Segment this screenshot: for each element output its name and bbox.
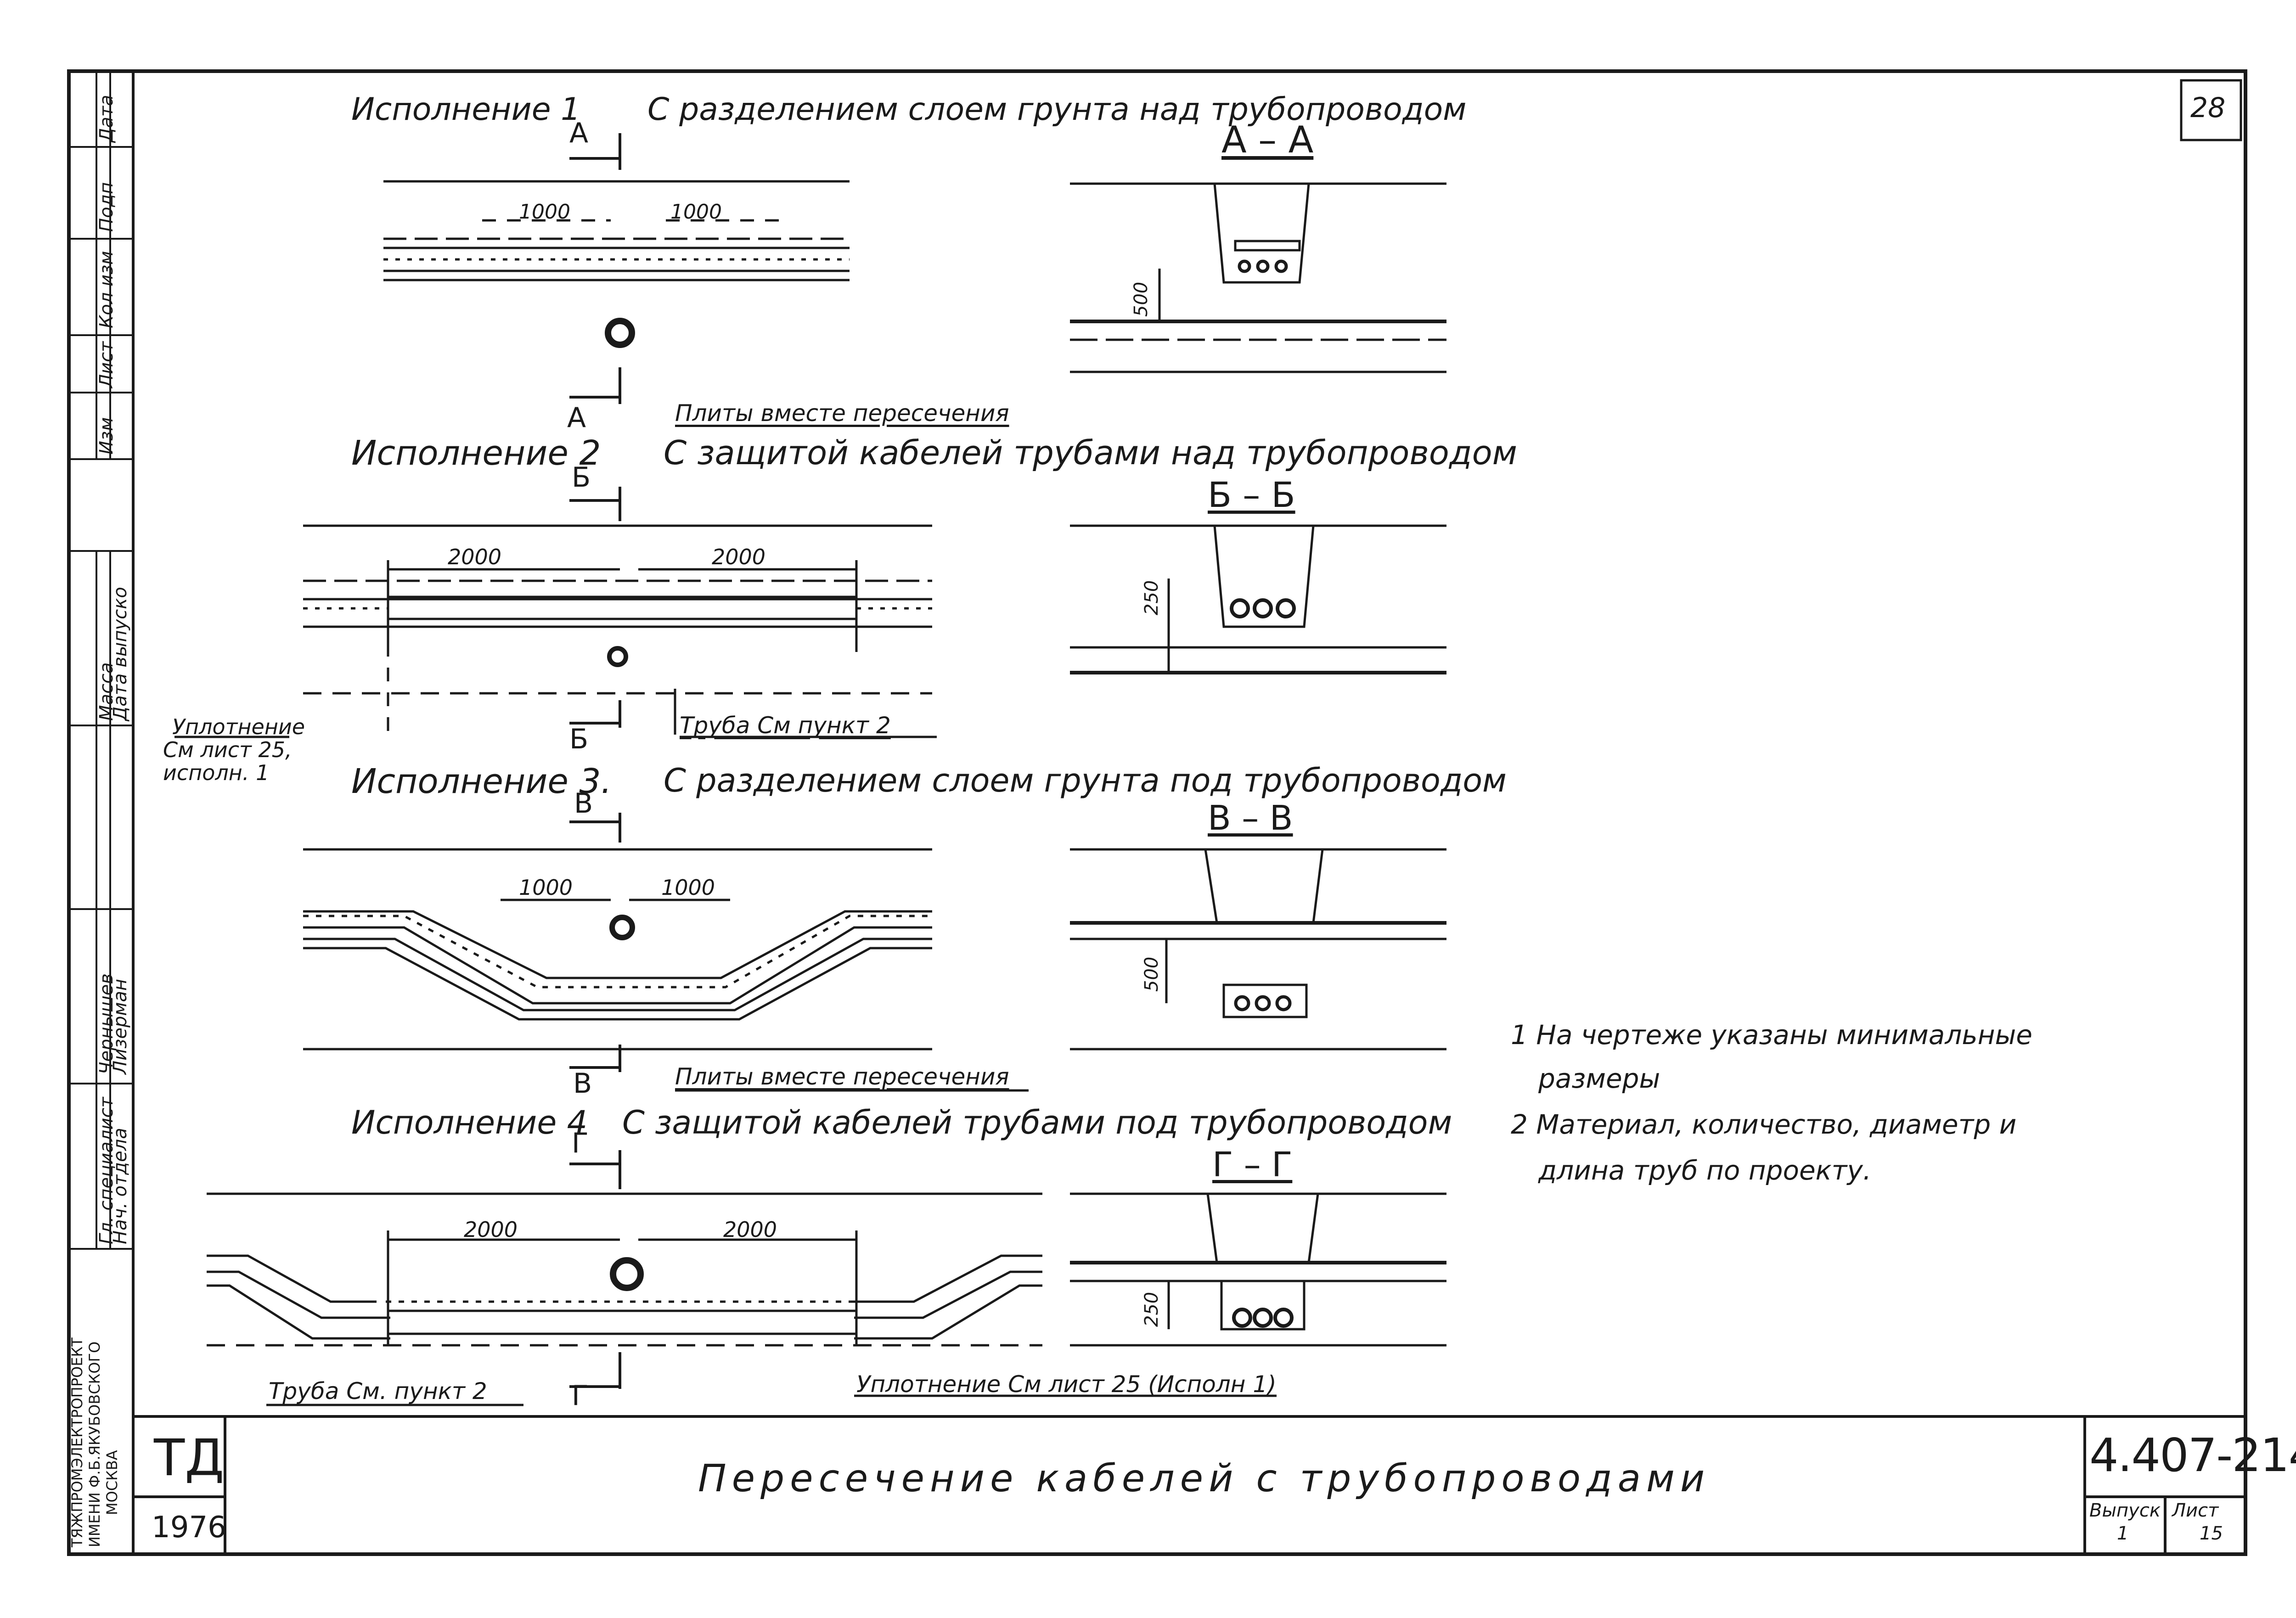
variant1-section	[1070, 182, 1446, 373]
variant4-section	[1070, 1192, 1446, 1347]
strip-col-count: Кол изм	[96, 251, 117, 328]
variant3-dim-right: 1000	[661, 875, 715, 900]
strip-org-2: ИМЕНИ Ф.Б.ЯКУБОВСКОГО	[86, 1341, 103, 1547]
strip-col-sheet: Лист	[96, 341, 117, 388]
variant1-plan	[383, 133, 850, 404]
variant1-section-letter-top: А	[569, 117, 589, 149]
sheet-title: Пересечение кабелей с трубопроводами	[698, 1457, 1711, 1500]
variant4-section-letter-bottom: Г	[572, 1380, 589, 1412]
variant3-plan	[303, 813, 1029, 1092]
variant1-section-title: А – А	[1221, 118, 1314, 161]
variant2-section	[1070, 524, 1446, 674]
variant1-dim-right: 1000	[670, 200, 722, 224]
document-code: 4.407-214	[2089, 1428, 2296, 1482]
variant2-note: Труба См пункт 2	[680, 712, 891, 739]
variant1-section-letter-bottom: А	[567, 402, 586, 434]
page-number-box	[2180, 79, 2242, 141]
variant2-plan	[174, 487, 937, 738]
sheet-frame	[67, 69, 2247, 1556]
variant3-note: Плиты вместе пересечения	[675, 1063, 1009, 1090]
variant3-title: Исполнение 3.	[351, 762, 612, 801]
strip-position-2: Гл. специалист	[96, 1097, 117, 1244]
variant4-dim-right: 2000	[723, 1217, 777, 1242]
issue-label: Выпуск	[2089, 1500, 2161, 1521]
note-1-line-2: размеры	[1538, 1063, 1660, 1094]
year: 1976	[152, 1511, 226, 1545]
variant2-dim-right: 2000	[712, 545, 766, 569]
variant1-title: Исполнение 1	[351, 91, 581, 128]
note-2-line-2: длина труб по проекту.	[1538, 1155, 1872, 1186]
variant3-section-title: В – В	[1208, 798, 1293, 838]
variant4-note-left: Труба См. пункт 2	[269, 1378, 487, 1405]
variant2-section-dim: 250	[1141, 580, 1162, 615]
variant3-dim-left: 1000	[519, 875, 573, 900]
title-block-lines	[133, 1415, 2245, 1554]
variant4-title: Исполнение 4	[351, 1104, 588, 1141]
variant4-section-title: Г – Г	[1212, 1145, 1293, 1185]
variant2-left-note-1: Уплотнение	[172, 714, 305, 739]
variant2-section-letter-bottom: Б	[569, 723, 589, 755]
variant3-subtitle: С разделением слоем грунта под трубопров…	[664, 762, 1507, 799]
variant4-section-dim: 250	[1141, 1292, 1162, 1327]
note-2-line-1: 2 Материал, количество, диаметр и	[1511, 1109, 2017, 1140]
variant2-subtitle: С защитой кабелей трубами над трубопрово…	[664, 433, 1517, 472]
variant3-section-letter-top: В	[574, 787, 593, 820]
variant1-dim-left: 1000	[519, 200, 570, 224]
strip-org-3: МОСКВА	[103, 1450, 121, 1515]
variant2-left-note-2: См лист 25,	[163, 737, 292, 762]
issue-value: 1	[2117, 1523, 2129, 1544]
variant2-left-note-3: исполн. 1	[163, 760, 270, 785]
strip-mass: Масса	[96, 662, 117, 721]
variant1-subtitle: С разделением слоем грунта над трубопров…	[647, 91, 1467, 128]
variant4-subtitle: С защитой кабелей трубами под трубопрово…	[622, 1104, 1452, 1141]
sheet-value: 15	[2200, 1523, 2223, 1544]
variant2-section-title: Б – Б	[1208, 474, 1295, 515]
strip-org-1: ТЯЖПРОМЭЛЕКТРОПРОЕКТ	[68, 1337, 86, 1547]
strip-col-date: Дата	[96, 95, 117, 142]
variant2-section-letter-top: Б	[572, 461, 591, 494]
sheet-label: Лист	[2172, 1500, 2219, 1521]
note-1-line-1: 1 На чертеже указаны минимальные	[1511, 1019, 2032, 1051]
page-number: 28	[2190, 92, 2226, 124]
variant3-section-dim: 500	[1141, 956, 1162, 992]
variant4-note-right: Уплотнение См лист 25 (Исполн 1)	[856, 1371, 1277, 1398]
series-mark: ТД	[154, 1428, 225, 1487]
variant4-dim-left: 2000	[464, 1217, 518, 1242]
strip-col-sign: Подп	[96, 182, 117, 232]
variant1-section-dim: 500	[1131, 281, 1152, 317]
variant3-section	[1070, 848, 1446, 1051]
strip-name-2: Чернышев	[96, 973, 117, 1074]
variant4-section-letter-top: Г	[572, 1127, 589, 1159]
variant1-note: Плиты вместе пересечения	[675, 400, 1009, 427]
variant2-dim-left: 2000	[448, 545, 502, 569]
variant4-plan	[207, 1150, 1277, 1406]
left-strip-grid	[69, 71, 133, 1250]
variant2-title: Исполнение 2	[351, 433, 601, 473]
variant3-section-letter-bottom: В	[573, 1067, 592, 1100]
strip-col-change: Изм	[96, 417, 117, 455]
